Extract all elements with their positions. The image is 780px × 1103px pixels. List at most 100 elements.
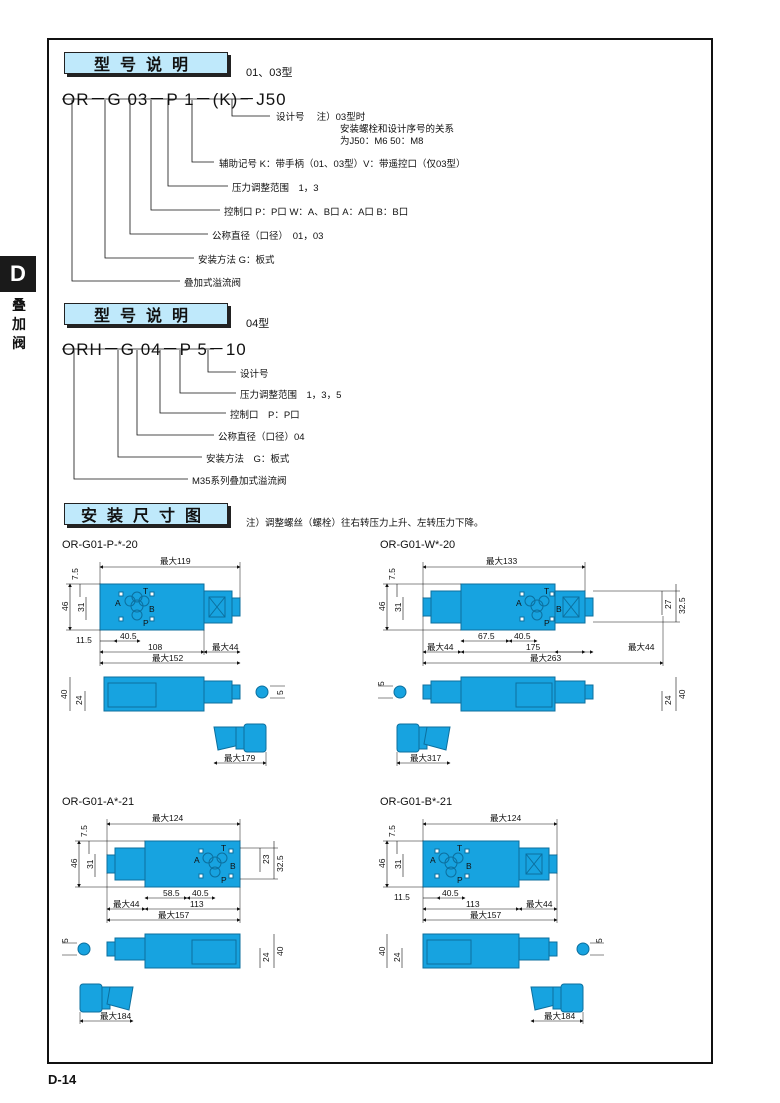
d1-dim-31: 31 [76, 602, 86, 612]
d1-dim-5: 5 [275, 690, 285, 695]
d2-max-317: 最大317 [410, 753, 441, 763]
d3-port-p: P [221, 875, 227, 885]
d4-dim-46: 46 [377, 858, 387, 868]
d4-max-184: 最大184 [544, 1011, 575, 1021]
d2-dim-5: 5 [376, 681, 386, 686]
d2-side-body [460, 676, 556, 712]
d2-handle-knob [396, 723, 420, 753]
s2-item-design: 设计号 [240, 369, 269, 380]
d4-dim-31: 31 [393, 859, 403, 869]
d4-dim-40: 40 [377, 946, 387, 956]
d2-dim-40: 40 [677, 689, 687, 699]
d3-port-a: A [194, 855, 200, 865]
side-tab-letter: D [0, 256, 36, 292]
d2-valve-body [460, 583, 556, 631]
d3-port-b: B [230, 861, 236, 871]
section1-header: 型号说明 [64, 52, 228, 74]
drawing4: T A B P 最大124 46 31 7.5 11.5 40.5 113 最大… [377, 813, 604, 1024]
s1-item-size: 公称直径（口径） 01，03 [212, 231, 324, 242]
d4-max-157: 最大157 [470, 910, 501, 920]
side-tab-label: 叠加阀 [12, 297, 26, 351]
section3-note: 注）调整螺丝（螺栓）往右转压力上升、左转压力下降。 [246, 518, 484, 529]
section2-header: 型号说明 [64, 303, 228, 325]
d2-dim-175: 175 [526, 642, 540, 652]
d3-max-44: 最大44 [113, 899, 140, 909]
s1-item-mount: 安装方法 G：板式 [198, 255, 275, 266]
d3-max-184: 最大184 [100, 1011, 131, 1021]
d2-max-44a: 最大44 [427, 642, 454, 652]
d2-port-p: P [544, 618, 550, 628]
d3-dim-7-5: 7.5 [79, 825, 89, 837]
d2-port-b: B [556, 604, 562, 614]
d2-max-44b: 最大44 [628, 642, 655, 652]
d1-adjuster [203, 590, 233, 624]
section2-subtitle: 04型 [246, 318, 270, 330]
d3-handle-knob [79, 983, 103, 1013]
d2-port-t: T [544, 586, 549, 596]
section2-model-code: ORH－G 04－P 5－10 [62, 340, 247, 359]
d4-dim-11-5: 11.5 [394, 892, 410, 902]
d3-max-top: 最大124 [152, 813, 183, 823]
d1-max-152: 最大152 [152, 653, 183, 663]
d1-max-179: 最大179 [224, 753, 255, 763]
d3-dim-32-5: 32.5 [275, 855, 285, 872]
d2-dim-67-5: 67.5 [478, 631, 495, 641]
d1-dim-24: 24 [74, 695, 84, 705]
s2-item-port: 控制口 P：P口 [230, 410, 300, 421]
d1-dim-108: 108 [148, 642, 162, 652]
d2-port-a: A [516, 598, 522, 608]
d1-handle-knob [243, 723, 267, 753]
drawing1: T A B P 最大119 46 31 7.5 11.5 40.5 108 最大… [59, 556, 285, 766]
d4-port-a: A [430, 855, 436, 865]
d1-dim-46: 46 [60, 601, 70, 611]
d1-port-p: P [143, 618, 149, 628]
s2-item-type: M35系列叠加式溢流阀 [192, 476, 287, 487]
d4-dim-40-5: 40.5 [442, 888, 459, 898]
d2-knob-end [393, 685, 407, 699]
page-frame [47, 38, 713, 1064]
page-number: D-14 [48, 1072, 77, 1087]
d1-dim-40: 40 [59, 689, 69, 699]
s1-item-type: 叠加式溢流阀 [184, 278, 242, 289]
section2-leader-lines [62, 348, 236, 480]
d3-dim-40-5: 40.5 [192, 888, 209, 898]
d4-dim-24: 24 [392, 952, 402, 962]
d2-dim-31: 31 [393, 602, 403, 612]
d1-port-a: A [115, 598, 121, 608]
d3-dim-58-5: 58.5 [163, 888, 180, 898]
d2-dim-32-5: 32.5 [677, 597, 687, 614]
drawing2: T A B P 最大133 46 31 7.5 27 32.5 67.5 40.… [376, 556, 687, 766]
d1-port-t: T [143, 586, 148, 596]
d3-dim-24: 24 [261, 952, 271, 962]
drawing4-title: OR-G01-B*-21 [380, 796, 453, 808]
d3-knob-end [77, 942, 91, 956]
d2-max-263: 最大263 [530, 653, 561, 663]
d1-port-b: B [149, 604, 155, 614]
d1-side-body [103, 676, 205, 712]
d1-dim-7-5: 7.5 [70, 568, 80, 580]
s1-item-note3: 为J50：M6 50：M8 [340, 136, 424, 147]
d4-port-t: T [457, 843, 462, 853]
drawing3: T A B P 最大124 46 31 7.5 23 32.5 58.5 40.… [60, 813, 285, 1024]
d2-dim-40-5: 40.5 [514, 631, 531, 641]
d4-max-44: 最大44 [526, 899, 553, 909]
s1-item-port: 控制口 P：P口 W：A、B口 A：A口 B：B口 [224, 207, 409, 218]
d3-max-157: 最大157 [158, 910, 189, 920]
d2-dim-7-5: 7.5 [387, 568, 397, 580]
drawing2-title: OR-G01-W*-20 [380, 539, 456, 551]
d4-port-b: B [466, 861, 472, 871]
d2-max-top: 最大133 [486, 556, 517, 566]
d2-dim-27: 27 [663, 599, 673, 609]
section1-subtitle: 01、03型 [246, 67, 293, 79]
section1-leader-lines [62, 98, 270, 282]
d1-knob-end [255, 685, 269, 699]
d1-max-44: 最大44 [212, 642, 239, 652]
s1-item-note2: 安装螺栓和设计序号的关系 [340, 124, 455, 135]
d3-port-t: T [221, 843, 226, 853]
d4-knob-end [576, 942, 590, 956]
d3-dim-113: 113 [190, 899, 204, 909]
d4-port-p: P [457, 875, 463, 885]
d2-dim-24: 24 [663, 695, 673, 705]
d1-max-top: 最大119 [160, 556, 191, 566]
